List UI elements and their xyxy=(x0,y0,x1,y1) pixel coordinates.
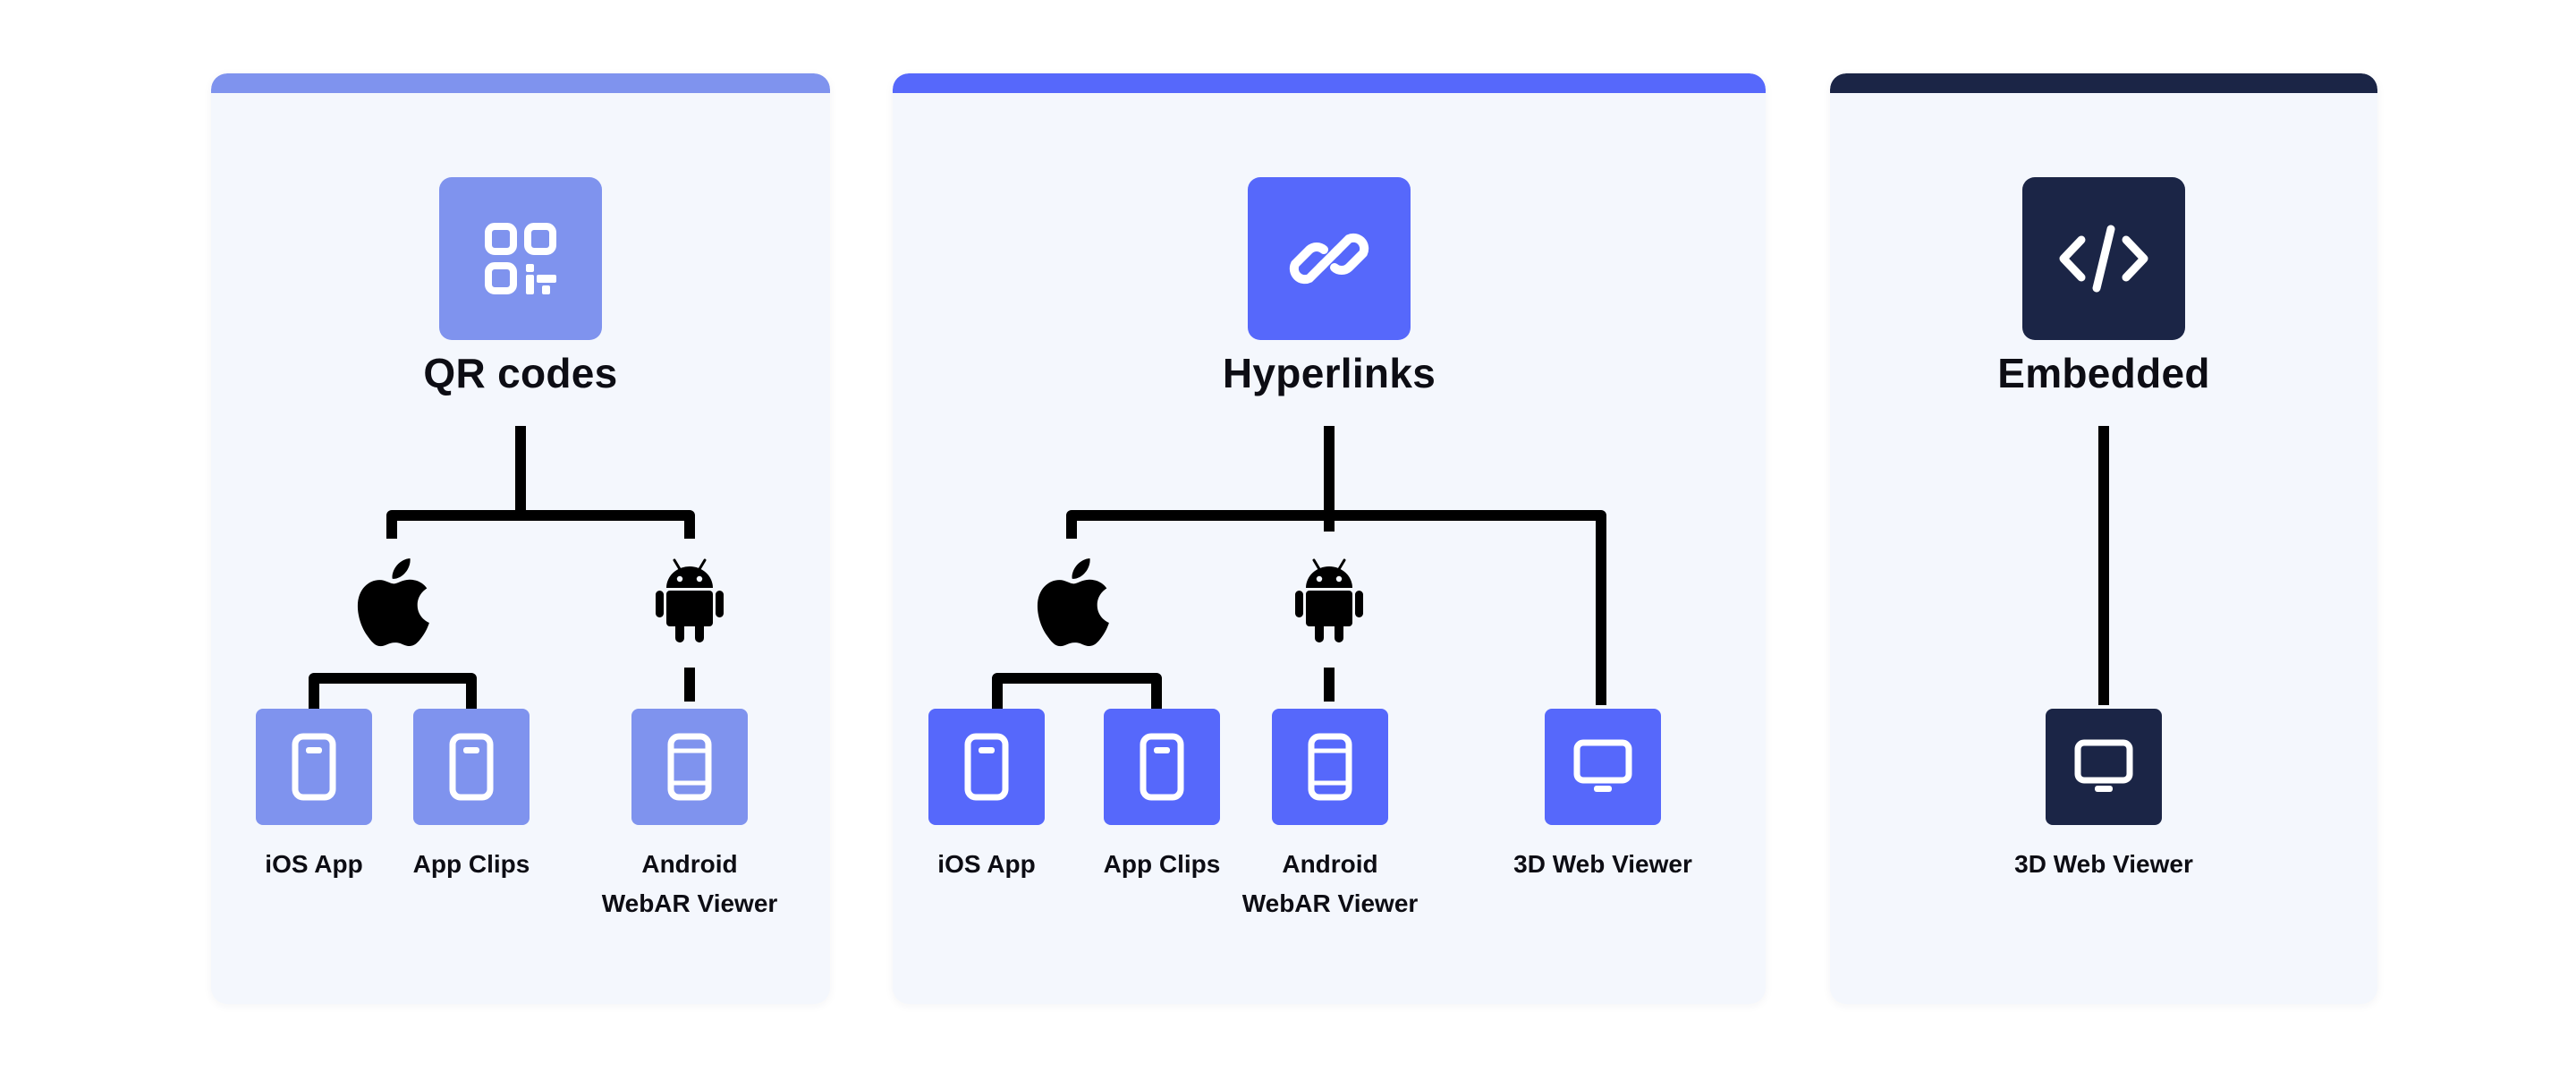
label-line-1: Android xyxy=(1282,850,1378,878)
card-qr-codes: QR codes xyxy=(211,73,830,1004)
label-text: iOS App xyxy=(265,850,363,878)
label-text: 3D Web Viewer xyxy=(1513,850,1692,878)
label-ios-app: iOS App xyxy=(893,845,1094,884)
card-accent-bar xyxy=(893,73,1766,93)
label-3d-web-viewer: 3D Web Viewer xyxy=(1996,845,2211,884)
label-line-2: WebAR Viewer xyxy=(601,889,778,917)
monitor-icon xyxy=(1573,739,1632,792)
connector-lines xyxy=(2098,426,2109,705)
phone-icon xyxy=(1140,733,1184,801)
tile-app-clips xyxy=(413,709,530,825)
connector-lines xyxy=(309,426,695,709)
tile-3d-web-viewer xyxy=(2046,709,2162,825)
tile-3d-web-viewer xyxy=(1545,709,1661,825)
phone-icon xyxy=(292,733,336,801)
monitor-icon xyxy=(2074,739,2133,792)
code-icon xyxy=(2059,225,2148,293)
tile-android-webar xyxy=(631,709,748,825)
label-line-1: Android xyxy=(641,850,738,878)
label-text: App Clips xyxy=(1103,850,1221,878)
label-ios-app: iOS App xyxy=(211,845,421,884)
card-hyperlinks: Hyperlinks xyxy=(893,73,1766,1004)
tile-ios-app xyxy=(256,709,372,825)
apple-icon xyxy=(357,557,429,647)
heading-embedded: Embedded xyxy=(1997,350,2210,396)
phone-icon xyxy=(449,733,494,801)
card-accent-bar xyxy=(1830,73,2377,93)
label-text: 3D Web Viewer xyxy=(2014,850,2193,878)
label-3d-web-viewer: 3D Web Viewer xyxy=(1496,845,1710,884)
link-tile xyxy=(1248,177,1411,340)
tile-android-webar xyxy=(1272,709,1388,825)
heading-qr-codes: QR codes xyxy=(423,350,618,396)
link-icon xyxy=(1289,233,1369,285)
heading-hyperlinks: Hyperlinks xyxy=(1222,350,1436,396)
label-text: App Clips xyxy=(412,850,530,878)
label-android-webar: Android WebAR Viewer xyxy=(582,845,797,923)
android-icon xyxy=(656,558,724,642)
phone-icon xyxy=(964,733,1009,801)
qr-code-tile xyxy=(439,177,602,340)
android-icon xyxy=(1295,558,1363,642)
card-accent-bar xyxy=(211,73,830,93)
label-line-2: WebAR Viewer xyxy=(1241,889,1419,917)
tile-app-clips xyxy=(1104,709,1220,825)
label-android-webar: Android WebAR Viewer xyxy=(1223,845,1437,923)
code-tile xyxy=(2022,177,2185,340)
label-app-clips: App Clips xyxy=(1055,845,1269,884)
card-embedded: Embedded 3D Web Viewer xyxy=(1830,73,2377,1004)
tile-ios-app xyxy=(928,709,1045,825)
apple-icon xyxy=(1037,557,1109,647)
label-text: iOS App xyxy=(937,850,1036,878)
connector-lines xyxy=(992,426,1606,709)
phone-icon xyxy=(1308,733,1352,801)
qr-code-icon xyxy=(485,223,556,294)
label-app-clips: App Clips xyxy=(364,845,579,884)
phone-icon xyxy=(667,733,712,801)
